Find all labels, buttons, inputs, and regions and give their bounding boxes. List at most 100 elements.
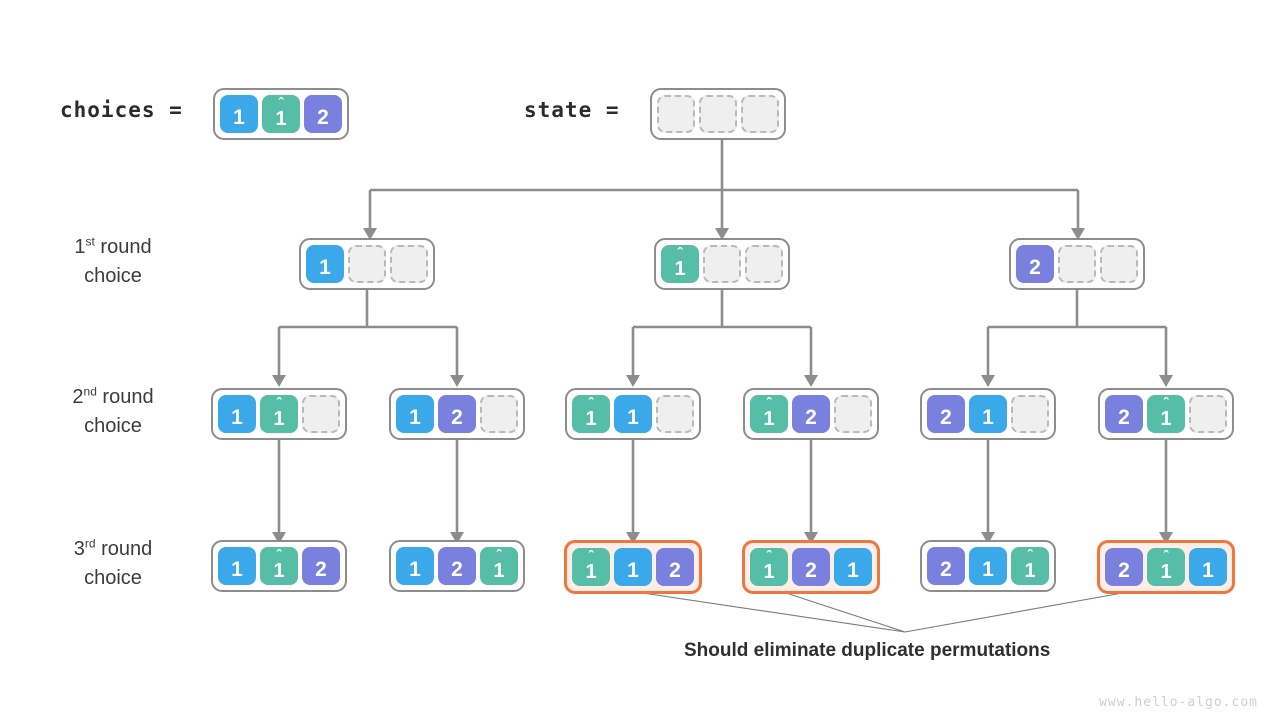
hat-mark-icon: ˆ xyxy=(766,548,772,565)
cell-empty xyxy=(1189,395,1227,433)
round-label-2: 2nd round choice xyxy=(18,383,208,441)
cell-value: 2 xyxy=(438,547,476,585)
round-label-3-line2: choice xyxy=(84,567,142,589)
cell-digit: 1 xyxy=(627,405,639,429)
cell-value: 2 xyxy=(656,548,694,586)
hat-mark-icon: ˆ xyxy=(276,395,282,412)
cell-empty xyxy=(1100,245,1138,283)
cell-value: 2 xyxy=(1016,245,1054,283)
cell-value: 1 xyxy=(614,395,652,433)
cell-value: 1 xyxy=(396,547,434,585)
cell-digit: 1 xyxy=(231,405,243,429)
cell-digit: 2 xyxy=(805,405,817,429)
cell-digit: 2 xyxy=(451,557,463,581)
cell-empty xyxy=(657,95,695,133)
cell-empty xyxy=(348,245,386,283)
leader-lines xyxy=(635,591,1129,633)
cell-digit: 1 xyxy=(763,408,775,430)
cell-digit: 1 xyxy=(275,108,287,130)
cell-digit: 1 xyxy=(319,255,331,279)
cell-empty xyxy=(390,245,428,283)
cell-value: 2 xyxy=(927,395,965,433)
cell-value: 1 xyxy=(218,395,256,433)
cell-digit: 1 xyxy=(982,405,994,429)
hat-mark-icon: ˆ xyxy=(278,95,284,112)
hat-mark-icon: ˆ xyxy=(677,245,683,262)
annotation-text: Should eliminate duplicate permutations xyxy=(684,640,1051,661)
cell-empty xyxy=(656,395,694,433)
cell-value: 2 xyxy=(438,395,476,433)
cell-empty xyxy=(1011,395,1049,433)
round-label-2-line1: 2nd round xyxy=(72,384,154,408)
cell-value: 2 xyxy=(792,548,830,586)
cell-empty xyxy=(1058,245,1096,283)
cell-value: 1 xyxy=(614,548,652,586)
cell-empty xyxy=(703,245,741,283)
hat-mark-icon: ˆ xyxy=(766,395,772,412)
hat-mark-icon: ˆ xyxy=(588,548,594,565)
cell-value: 2 xyxy=(792,395,830,433)
cell-empty xyxy=(302,395,340,433)
cell-empty xyxy=(699,95,737,133)
state-label: state = xyxy=(524,98,620,122)
cell-empty xyxy=(741,95,779,133)
cell-digit: 2 xyxy=(805,558,817,582)
cell-digit: 1 xyxy=(674,258,686,280)
round-label-3: 3rd round choice xyxy=(18,535,208,593)
round-label-1: 1st round choice xyxy=(18,233,208,291)
cell-digit: 1 xyxy=(585,408,597,430)
choices-label: choices = xyxy=(60,98,183,122)
cell-empty xyxy=(745,245,783,283)
cell-digit: 1 xyxy=(231,557,243,581)
cell-value: 1 xyxy=(218,547,256,585)
cell-digit: 1 xyxy=(627,558,639,582)
cell-digit: 2 xyxy=(451,405,463,429)
state-node: 1 xyxy=(299,238,435,290)
cell-empty xyxy=(480,395,518,433)
cell-value: 1 xyxy=(306,245,344,283)
watermark: www.hello-algo.com xyxy=(1099,695,1258,710)
cell-digit: 2 xyxy=(1029,255,1041,279)
cell-digit: 2 xyxy=(1118,558,1130,582)
cell-digit: 1 xyxy=(273,408,285,430)
cell-value: 1 xyxy=(969,547,1007,585)
hat-mark-icon: ˆ xyxy=(1163,548,1169,565)
round-label-3-line1: 3rd round xyxy=(73,536,153,560)
round-label-1-line2: choice xyxy=(84,265,142,287)
cell-digit: 2 xyxy=(669,558,681,582)
cell-value: 1 xyxy=(834,548,872,586)
cell-digit: 2 xyxy=(315,557,327,581)
cell-value: 1 xyxy=(969,395,1007,433)
state-array xyxy=(650,88,786,140)
cell-digit: 2 xyxy=(1118,405,1130,429)
cell-value: 2 xyxy=(1105,548,1143,586)
cell-value: 1 xyxy=(396,395,434,433)
cell-digit: 1 xyxy=(585,561,597,583)
cell-digit: 1 xyxy=(1024,560,1036,582)
hat-mark-icon: ˆ xyxy=(588,395,594,412)
cell-value: 2 xyxy=(927,547,965,585)
hat-mark-icon: ˆ xyxy=(496,547,502,564)
cell-digit: 1 xyxy=(493,560,505,582)
